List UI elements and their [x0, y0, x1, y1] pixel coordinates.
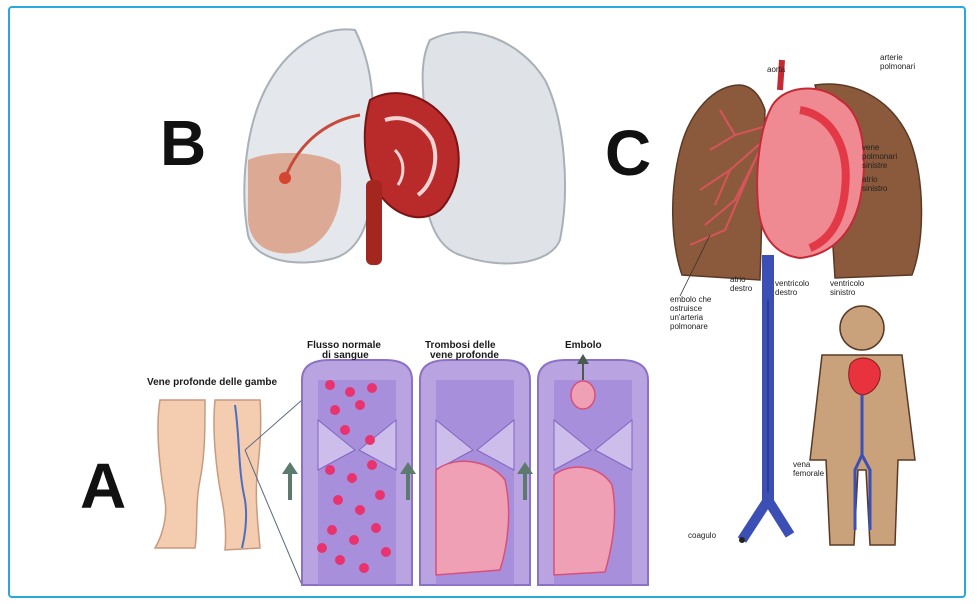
- label-embolo-4: polmonare: [670, 322, 708, 331]
- blood-cell: [347, 473, 357, 483]
- label-embolo-2: ostruisce: [670, 304, 703, 313]
- embolus-fragment: [571, 381, 595, 409]
- blood-cell: [355, 400, 365, 410]
- panel-c: C aorta arterie polmonari vene polmonari…: [605, 53, 922, 545]
- blood-cell: [375, 490, 385, 500]
- body-inset: [810, 306, 915, 545]
- blood-cell: [340, 425, 350, 435]
- blood-cell: [365, 435, 375, 445]
- label-atrio-destro-1: atrio: [730, 275, 746, 284]
- label-vena-femorale-2: femorale: [793, 469, 825, 478]
- blood-cell: [345, 387, 355, 397]
- blood-cell: [325, 380, 335, 390]
- label-vent-destro-2: destro: [775, 288, 798, 297]
- blood-cell: [335, 555, 345, 565]
- panel-a: A Vene profonde delle gambe Flusso norma…: [80, 340, 648, 585]
- label-vent-sin-2: sinistro: [830, 288, 856, 297]
- label-atrio-destro-2: destro: [730, 284, 753, 293]
- panel-b-letter: B: [160, 107, 206, 179]
- blood-cell: [381, 547, 391, 557]
- label-vent-sin-1: ventricolo: [830, 279, 865, 288]
- blood-cell: [317, 543, 327, 553]
- vein-stage-thrombosis: [420, 360, 530, 585]
- panel-a-letter: A: [80, 450, 126, 522]
- blood-cell: [359, 563, 369, 573]
- label-arterie-1: arterie: [880, 53, 903, 62]
- legs-illustration: [155, 400, 205, 548]
- label-vena-femorale-1: vena: [793, 460, 811, 469]
- stage3-title: Embolo: [565, 340, 602, 351]
- blood-cell: [355, 505, 365, 515]
- label-aorta: aorta: [767, 65, 786, 74]
- label-embolo-1: embolo che: [670, 295, 712, 304]
- blood-cell: [371, 523, 381, 533]
- legs-title: Vene profonde delle gambe: [147, 377, 277, 388]
- blood-cell: [333, 495, 343, 505]
- stage1-title-line2: di sangue: [322, 350, 369, 361]
- stage2-title-line2: vene profonde: [430, 350, 499, 361]
- blood-cell: [367, 460, 377, 470]
- blood-cell: [330, 405, 340, 415]
- clot-dot: [739, 537, 745, 543]
- label-atrio-sin-1: atrio: [862, 175, 878, 184]
- label-arterie-2: polmonari: [880, 62, 915, 71]
- label-vene-2: polmonari: [862, 152, 897, 161]
- label-atrio-sin-2: sinistro: [862, 184, 888, 193]
- thrombus-clot: [436, 461, 509, 575]
- flow-arrow-1: [282, 462, 298, 500]
- blood-cell: [325, 465, 335, 475]
- label-vent-destro-1: ventricolo: [775, 279, 810, 288]
- panel-b: B: [160, 29, 565, 265]
- blood-cell: [349, 535, 359, 545]
- label-embolo-3: un'arteria: [670, 313, 704, 322]
- label-coagulo: coagulo: [688, 531, 717, 540]
- vein-stage-embolus: [538, 354, 648, 585]
- label-vene-1: vene: [862, 143, 880, 152]
- lung-left-c: [673, 85, 765, 280]
- panel-c-letter: C: [605, 117, 651, 189]
- blood-cell: [327, 525, 337, 535]
- blood-cell: [367, 383, 377, 393]
- vena-cava-illustration: [366, 180, 382, 265]
- label-vene-3: sinistre: [862, 161, 888, 170]
